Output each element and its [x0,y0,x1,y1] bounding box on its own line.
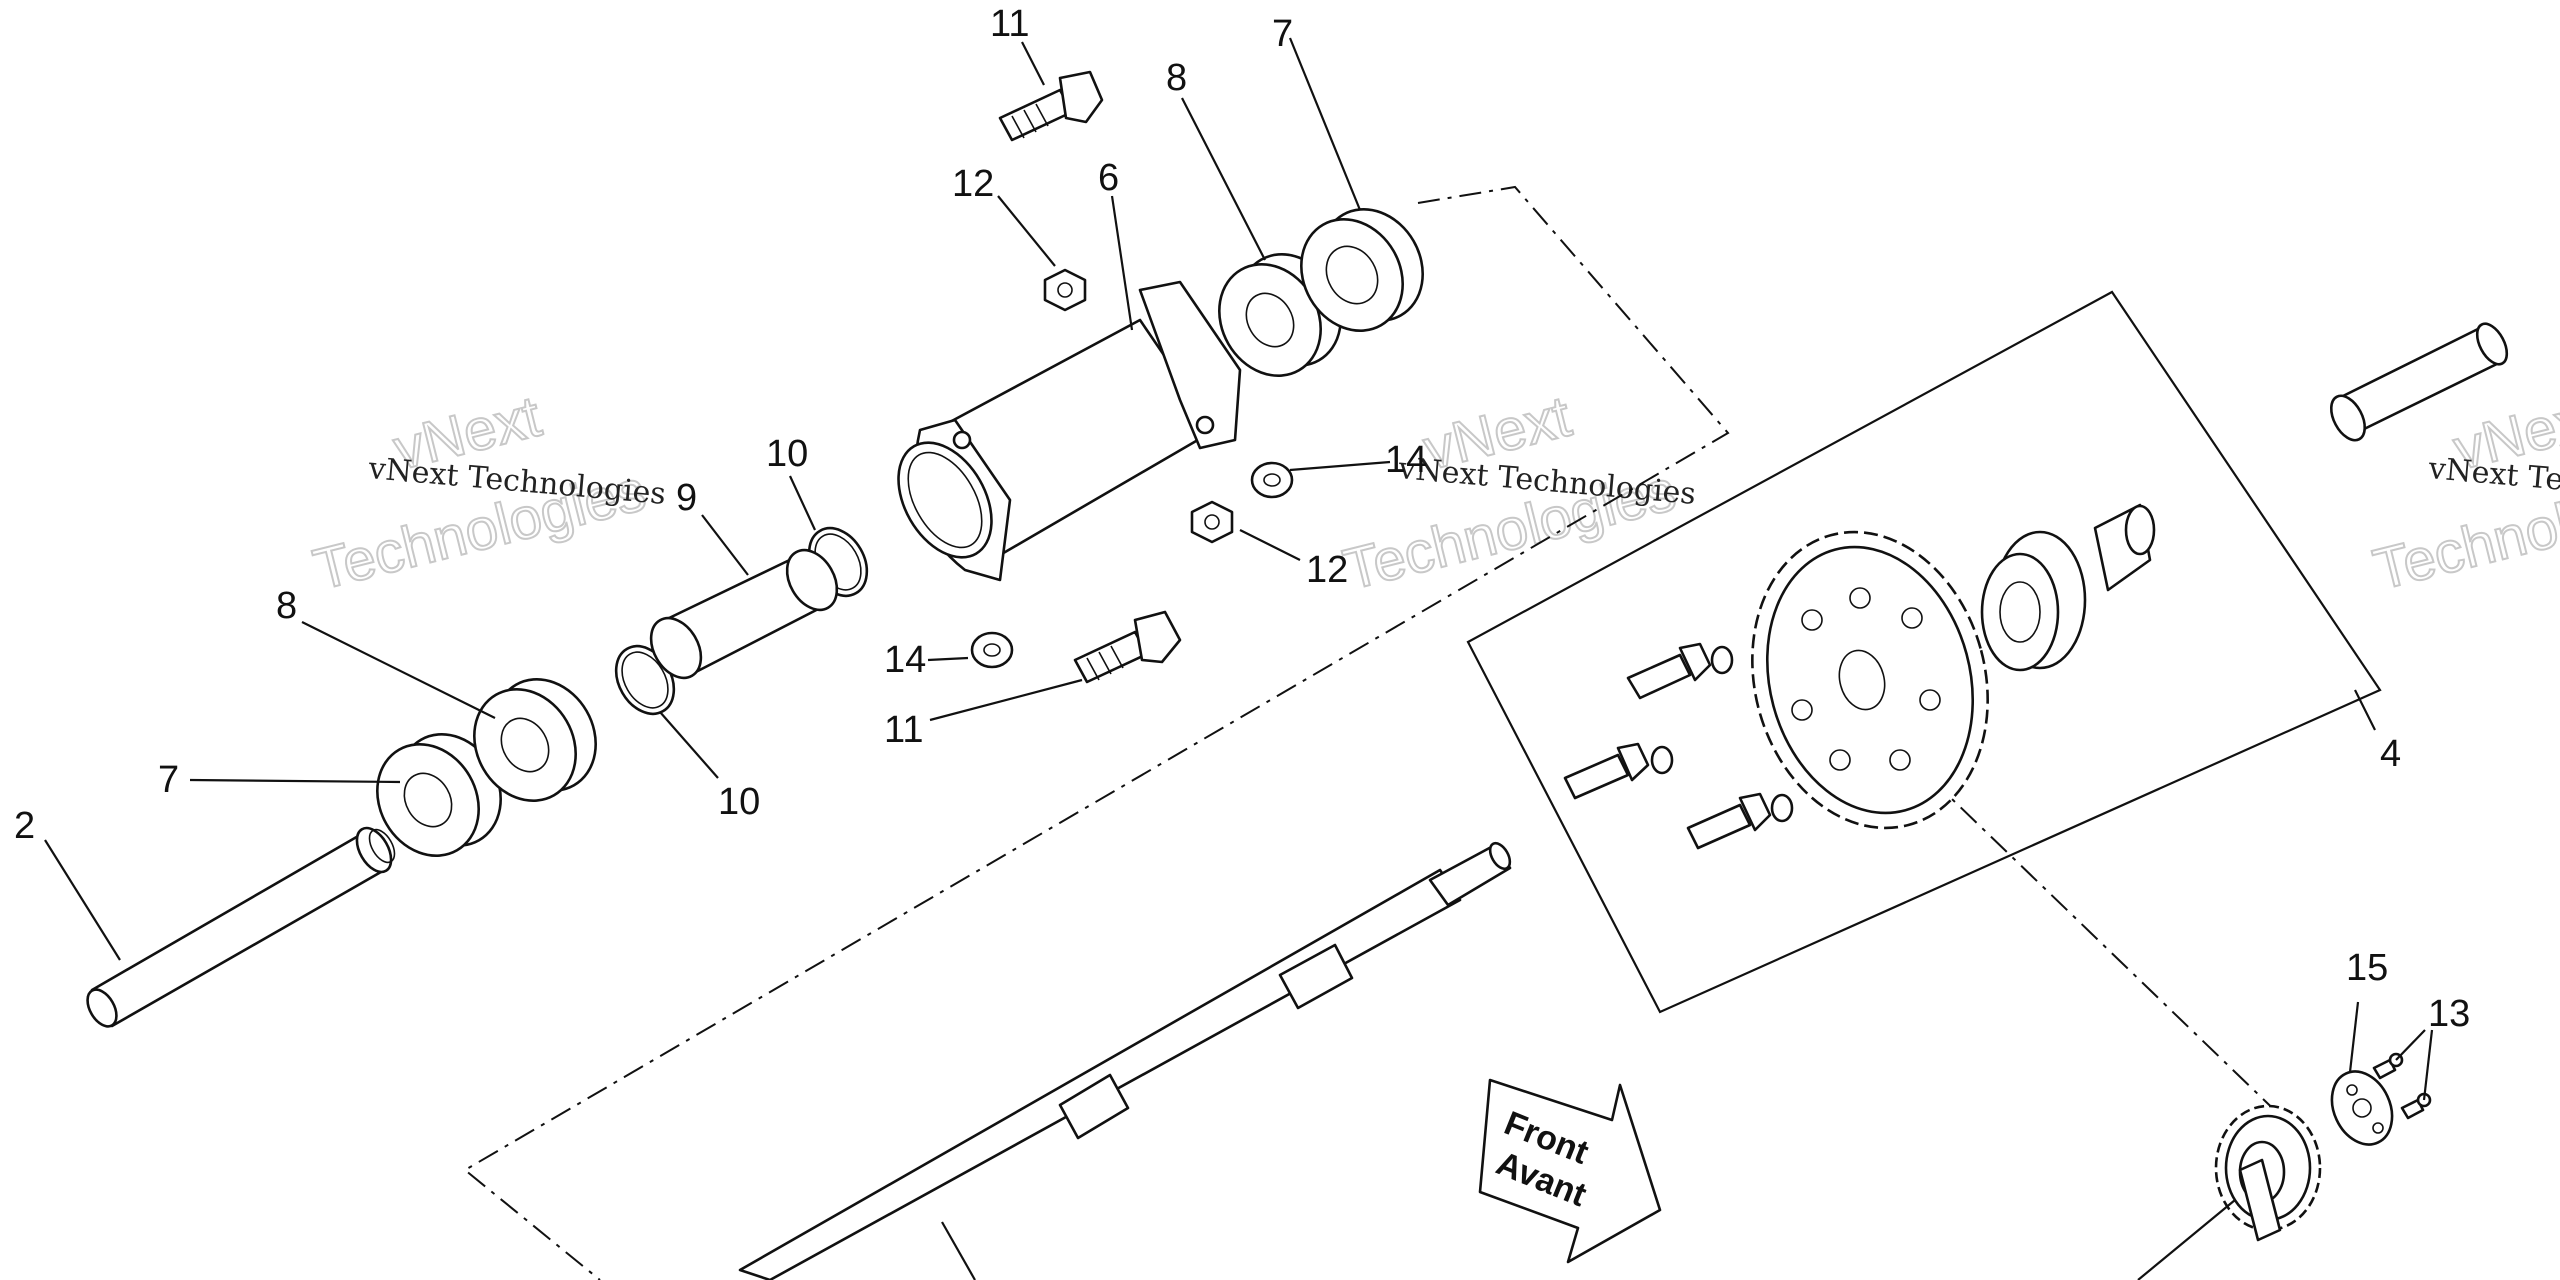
callout-13: 13 [2428,993,2470,1035]
pin-right-edge [2329,322,2509,442]
small-sprocket [2214,1104,2322,1242]
sleeve-part-9 [649,548,839,680]
bearing-part-7-top [1300,208,1424,332]
callout-6: 6 [1098,157,1119,199]
callout-9: 9 [676,477,697,519]
retainer-plate-part-15 [2330,1070,2394,1146]
assembly-outline-upper [463,185,1730,1280]
washer-part-14-right [1250,461,1294,499]
watermark-center: vNext Technologies vNext Technologies [1336,383,1697,604]
bolt-part-11-top [998,70,1104,142]
housing-part-6 [897,280,1242,582]
drive-shaft [738,841,1512,1280]
watermark-right: vNext Technologies vNext Technologies [2366,383,2560,604]
bearing-part-7-left [376,733,502,857]
callout-12-mid: 12 [1306,549,1348,591]
bearing-part-8-left [473,678,597,802]
sprocket-bolt-lower [1686,792,1794,850]
callout-labels: 11 8 7 12 6 14 12 10 9 8 7 14 11 10 2 4 … [14,3,2470,1035]
nut-part-12-top-hole [1057,282,1073,298]
sprocket-bolt-upper [1626,642,1734,700]
callout-8-top: 8 [1166,57,1187,99]
nut-part-12-top [1043,268,1087,312]
callout-7-left: 7 [158,759,179,801]
pin-part-2 [86,826,396,1028]
callout-8-left: 8 [276,585,297,627]
callout-2: 2 [14,805,35,847]
callout-7-top: 7 [1272,13,1293,55]
washer-part-14-right-hole [1263,473,1281,487]
callout-10-top: 10 [766,433,808,475]
watermark-left: vNext Technologies vNext Technologies [306,383,667,604]
callout-15: 15 [2346,947,2388,989]
sprocket-bolt-middle [1563,742,1674,800]
callout-12-top: 12 [952,163,994,205]
large-sprocket [1751,530,1989,830]
bolt-part-11-mid [1073,610,1182,684]
sprocket-hub [1980,503,2156,672]
callout-11-top: 11 [990,3,1029,45]
screw-part-13-lower [2400,1092,2432,1120]
callout-10-bottom: 10 [718,781,760,823]
callout-14-right: 14 [1385,439,1427,481]
washer-part-14-left-hole [983,643,1001,657]
ring-part-10-lower-inner [621,651,669,709]
front-direction-arrow: Front Avant [1478,1078,1662,1264]
leader-lines [44,37,2434,1280]
nut-part-12-mid-hole [1204,514,1220,530]
sprocket-assembly-box [1466,290,2382,1014]
nut-part-12-mid [1190,500,1234,544]
callout-4: 4 [2380,733,2401,775]
callout-11-mid: 11 [884,709,923,751]
callout-14-left: 14 [884,639,926,681]
washer-part-14-left [970,631,1014,669]
